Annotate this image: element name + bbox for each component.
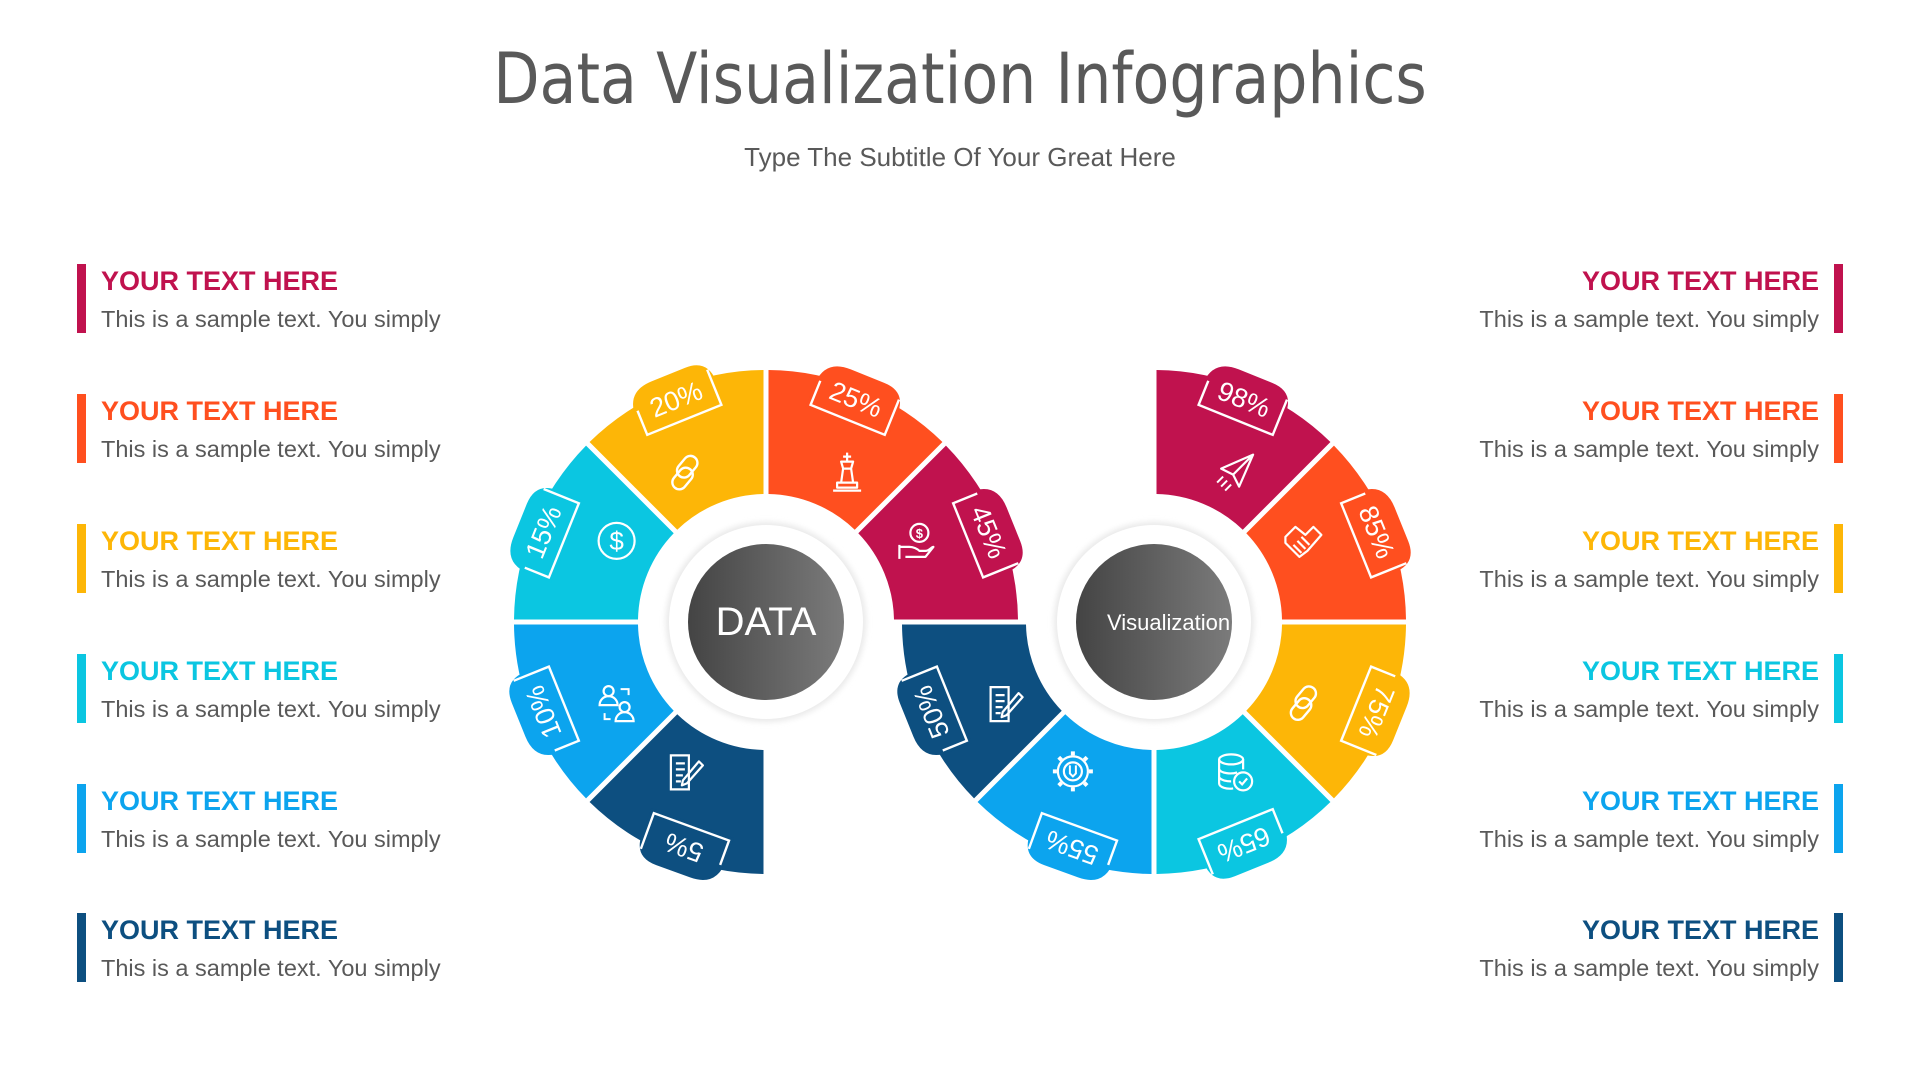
paper-plane-icon [1216, 453, 1255, 492]
accent-bar [77, 784, 86, 853]
left-list-item: YOUR TEXT HERE This is a sample text. Yo… [77, 524, 497, 594]
item-heading: YOUR TEXT HERE [101, 526, 339, 556]
item-heading: YOUR TEXT HERE [101, 656, 339, 686]
value-tag: 15% [510, 487, 585, 583]
item-heading: YOUR TEXT HERE [101, 915, 339, 945]
dollar-coin-icon: $ [597, 521, 636, 560]
item-description: This is a sample text. You simply [101, 826, 441, 852]
item-description: This is a sample text. You simply [101, 566, 441, 592]
item-heading: YOUR TEXT HERE [1581, 266, 1819, 296]
item-description: This is a sample text. You simply [1479, 826, 1819, 852]
ring-layer: 25% 45% $5% 10% 15% $20% DATA 98% 85% 75% 65% 55% 50… [503, 359, 1417, 887]
ring-segment[interactable]: 85% [1246, 445, 1417, 620]
user-exchange-icon [598, 685, 635, 723]
accent-bar [1834, 784, 1843, 853]
right-list-item: YOUR TEXT HERE This is a sample text. Yo… [1423, 394, 1843, 464]
page-subtitle: Type The Subtitle Of Your Great Here [744, 142, 1176, 172]
ring-segment[interactable]: 5% [589, 714, 764, 887]
document-edit-icon [989, 686, 1024, 723]
right-list-item: YOUR TEXT HERE This is a sample text. Yo… [1423, 524, 1843, 594]
item-description: This is a sample text. You simply [101, 306, 441, 332]
ring-segment[interactable]: 50% [891, 624, 1062, 799]
item-description: This is a sample text. You simply [101, 955, 441, 981]
ring-segment[interactable]: 98% [1156, 359, 1331, 530]
ring-segment[interactable]: 75% [1246, 624, 1417, 799]
database-check-icon [1218, 753, 1254, 792]
left-ring: 25% 45% $5% 10% 15% $20% DATA [503, 359, 1029, 887]
item-heading: YOUR TEXT HERE [1581, 656, 1819, 686]
value-tag: 55% [1027, 808, 1123, 880]
value-tag: 5% [639, 808, 735, 880]
accent-bar [77, 654, 86, 723]
item-description: This is a sample text. You simply [101, 436, 441, 462]
handshake-icon [1284, 525, 1323, 558]
accent-bar [77, 913, 86, 982]
value-tag: 10% [509, 661, 585, 755]
accent-bar [1834, 394, 1843, 463]
ring-segment[interactable]: 55% [977, 714, 1152, 887]
item-heading: YOUR TEXT HERE [1581, 396, 1819, 426]
accent-bar [77, 394, 86, 463]
value-tag: 85% [1335, 489, 1411, 583]
item-heading: YOUR TEXT HERE [1581, 526, 1819, 556]
left-list-item: YOUR TEXT HERE This is a sample text. Yo… [77, 654, 497, 724]
left-list-item: YOUR TEXT HERE This is a sample text. Yo… [77, 913, 497, 983]
item-heading: YOUR TEXT HERE [101, 396, 339, 426]
page-title: Data Visualization Infographics [493, 38, 1427, 120]
document-edit-icon [669, 754, 704, 791]
accent-bar [1834, 264, 1843, 333]
right-list-item: YOUR TEXT HERE This is a sample text. Yo… [1423, 654, 1843, 724]
item-heading: YOUR TEXT HERE [1581, 915, 1819, 945]
left-list-item: YOUR TEXT HERE This is a sample text. Yo… [77, 264, 497, 334]
value-tag: 65% [1193, 803, 1287, 879]
accent-bar [1834, 913, 1843, 982]
svg-text:$: $ [609, 526, 624, 556]
svg-text:$: $ [916, 526, 924, 541]
right-list-item: YOUR TEXT HERE This is a sample text. Yo… [1423, 784, 1843, 854]
item-description: This is a sample text. You simply [1479, 436, 1819, 462]
item-description: This is a sample text. You simply [1479, 566, 1819, 592]
center-circle [1076, 544, 1232, 700]
right-list-item: YOUR TEXT HERE This is a sample text. Yo… [1423, 913, 1843, 983]
center-label: DATA [716, 600, 817, 644]
item-description: This is a sample text. You simply [101, 696, 441, 722]
left-list-item: YOUR TEXT HERE This is a sample text. Yo… [77, 394, 497, 464]
ring-segment[interactable]: 25% [768, 359, 943, 530]
item-description: This is a sample text. You simply [1479, 955, 1819, 981]
center-circle [688, 544, 844, 700]
value-tag: 45% [947, 489, 1023, 583]
accent-bar [1834, 654, 1843, 723]
value-tag: 25% [805, 366, 901, 441]
accent-bar [77, 264, 86, 333]
value-tag: 98% [1193, 366, 1289, 441]
ring-segment[interactable]: 65% [1156, 714, 1331, 885]
money-hand-icon: $ [898, 522, 935, 559]
ring-segment[interactable]: 10% [503, 624, 674, 799]
ring-segment[interactable]: 45% $ [858, 445, 1029, 620]
item-description: This is a sample text. You simply [1479, 306, 1819, 332]
item-heading: YOUR TEXT HERE [101, 266, 339, 296]
accent-bar [1834, 524, 1843, 593]
accent-bar [77, 524, 86, 593]
ring-segment[interactable]: 15% $ [503, 445, 674, 620]
chain-link-icon [1289, 685, 1318, 722]
ring-segment[interactable]: 20% [589, 359, 764, 530]
value-tag: 50% [897, 661, 973, 755]
gear-wrench-icon [1052, 751, 1093, 792]
item-description: This is a sample text. You simply [1479, 696, 1819, 722]
chess-king-icon [833, 452, 862, 492]
value-tag: 20% [633, 365, 727, 441]
center-label: Visualization [1107, 610, 1230, 635]
right-list-item: YOUR TEXT HERE This is a sample text. Yo… [1423, 264, 1843, 334]
right-ring: 98% 85% 75% 65% 55% 50% Visualization [891, 359, 1417, 887]
item-heading: YOUR TEXT HERE [1581, 786, 1819, 816]
chain-link-icon [671, 454, 699, 491]
item-heading: YOUR TEXT HERE [101, 786, 339, 816]
left-list-item: YOUR TEXT HERE This is a sample text. Yo… [77, 784, 497, 854]
value-tag: 75% [1335, 661, 1410, 757]
